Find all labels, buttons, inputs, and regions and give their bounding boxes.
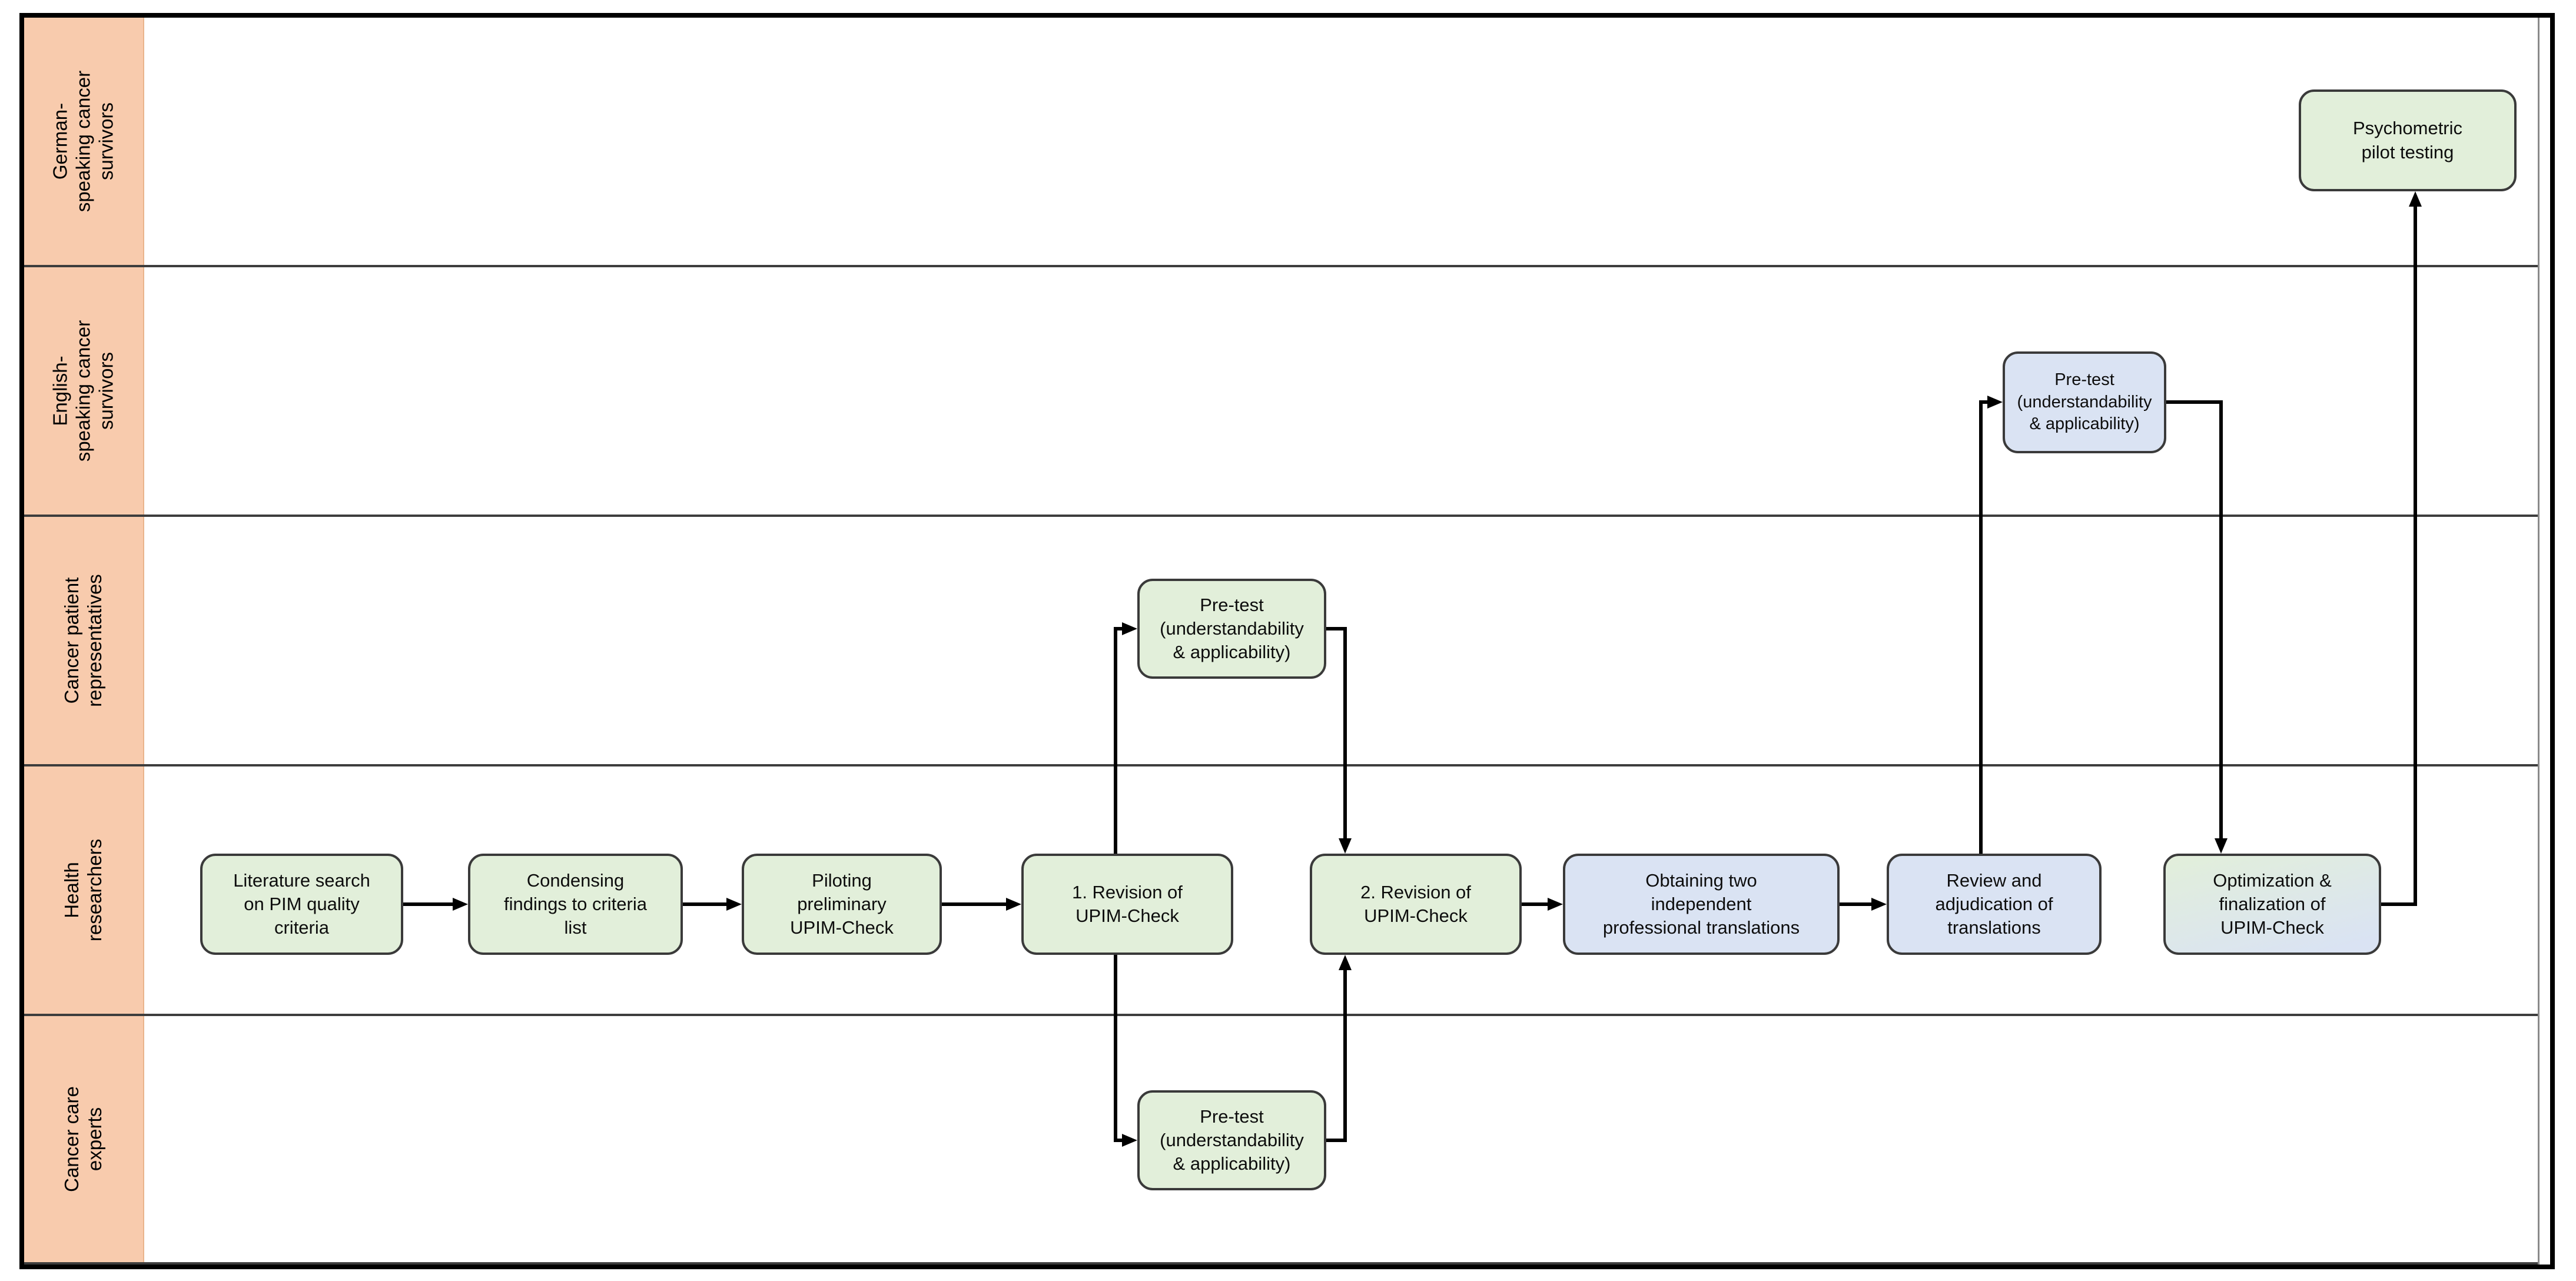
- edge-revision1-to-pretest-reps: [1114, 627, 1127, 630]
- edge-revision1-to-pretest-experts: [1114, 1139, 1127, 1142]
- arrowhead-right-icon: [1122, 622, 1137, 635]
- arrowhead-right-icon: [1006, 898, 1021, 911]
- node-psychometric-pilot-testing: Psychometric pilot testing: [2299, 89, 2517, 191]
- edge-review-to-pretest-english: [1979, 402, 1983, 854]
- arrowhead-right-icon: [1548, 898, 1563, 911]
- edge-optimization-to-psychometric: [2414, 205, 2417, 906]
- edge-revision1-to-pretest-experts: [1114, 955, 1117, 1140]
- edge-condensing-to-piloting: [683, 902, 728, 906]
- edge-review-to-pretest-english: [1979, 400, 1991, 404]
- edge-pretest-reps-to-revision2: [1343, 627, 1347, 839]
- lane-header: Cancer patient representatives: [24, 517, 144, 764]
- edge-translations-to-review: [1840, 902, 1873, 906]
- table-right-border: [2538, 18, 2540, 1265]
- node-optimization-finalization: Optimization & finalization of UPIM-Chec…: [2163, 854, 2381, 955]
- arrowhead-right-icon: [726, 898, 742, 911]
- lane-header: Cancer care experts: [24, 1016, 144, 1262]
- edge-revision1-to-pretest-reps: [1114, 627, 1117, 854]
- edge-pretest-reps-to-revision2: [1326, 627, 1347, 630]
- edge-pretest-experts-to-revision2: [1326, 1139, 1347, 1142]
- arrowhead-right-icon: [1987, 396, 2003, 409]
- arrowhead-right-icon: [1122, 1134, 1137, 1147]
- arrowhead-right-icon: [453, 898, 468, 911]
- node-revision-2: 2. Revision of UPIM-Check: [1310, 854, 1522, 955]
- lane-health-researchers: Health researchers: [24, 766, 2540, 1016]
- lane-header: English- speaking cancer survivors: [24, 267, 144, 515]
- arrowhead-up-icon: [1339, 955, 1352, 970]
- edge-pretest-english-to-optimization: [2166, 400, 2223, 404]
- node-pretest-patient-representatives: Pre-test (understandability & applicabil…: [1137, 579, 1326, 679]
- node-pretest-care-experts: Pre-test (understandability & applicabil…: [1137, 1090, 1326, 1190]
- lane-cancer-care-experts: Cancer care experts: [24, 1016, 2540, 1265]
- edge-pretest-english-to-optimization: [2219, 400, 2223, 839]
- lane-header: German- speaking cancer survivors: [24, 18, 144, 265]
- lane-cancer-patient-representatives: Cancer patient representatives: [24, 517, 2540, 766]
- edge-optimization-to-psychometric: [2381, 902, 2417, 906]
- lane-header: Health researchers: [24, 766, 144, 1014]
- node-literature-search: Literature search on PIM quality criteri…: [200, 854, 403, 955]
- edge-piloting-to-revision1: [942, 902, 1007, 906]
- edge-pretest-experts-to-revision2: [1343, 969, 1347, 1142]
- node-review-adjudication: Review and adjudication of translations: [1887, 854, 2102, 955]
- node-revision-1: 1. Revision of UPIM-Check: [1021, 854, 1233, 955]
- edge-literature-to-condensing: [403, 902, 455, 906]
- lane-english-speaking-cancer-survivors: English- speaking cancer survivors: [24, 267, 2540, 517]
- node-pretest-english-survivors: Pre-test (understandability & applicabil…: [2003, 351, 2166, 453]
- arrowhead-up-icon: [2409, 191, 2422, 207]
- diagram-border: [19, 13, 2555, 1269]
- node-obtaining-translations: Obtaining two independent professional t…: [1563, 854, 1840, 955]
- arrowhead-down-icon: [2215, 838, 2228, 854]
- edge-revision2-to-translations: [1522, 902, 1549, 906]
- node-condensing-findings: Condensing findings to criteria list: [468, 854, 683, 955]
- lane-german-speaking-cancer-survivors: German- speaking cancer survivors: [24, 18, 2540, 267]
- arrowhead-down-icon: [1339, 838, 1352, 854]
- arrowhead-right-icon: [1871, 898, 1887, 911]
- node-piloting-preliminary: Piloting preliminary UPIM-Check: [742, 854, 942, 955]
